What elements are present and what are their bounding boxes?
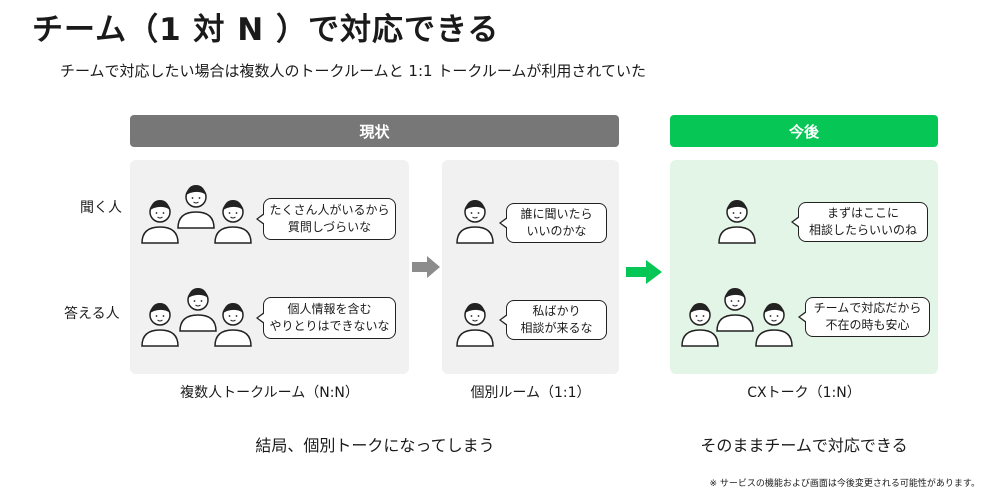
person-icon	[177, 184, 215, 229]
bubble-text: たくさん人がいるから	[269, 203, 390, 217]
speech-bubble-cx-answerer: チームで対応だから 不在の時も安心	[798, 297, 930, 337]
bubble-text: チームで対応だから	[813, 301, 922, 315]
bubble-text: 相談が来るな	[520, 321, 593, 335]
caption-cx-talk: CXトーク（1:N）	[747, 385, 861, 401]
speech-bubble-multi-answerer: 個人情報を含む やりとりはできないな	[256, 297, 396, 339]
person-icon	[755, 302, 793, 347]
speech-bubble-single-answerer: 私ばかり 相談が来るな	[499, 300, 607, 340]
bubble-text: 質問しづらいな	[287, 220, 372, 234]
caption-individual-room: 個別ルーム（1:1）	[470, 385, 591, 401]
person-icon	[681, 302, 719, 347]
future-header: 今後	[670, 115, 938, 147]
current-header: 現状	[130, 115, 619, 147]
bubble-text: 不在の時も安心	[825, 318, 910, 332]
person-icon	[716, 287, 754, 332]
conclusion-current: 結局、個別トークになってしまう	[255, 436, 495, 455]
bubble-text: やりとりはできないな	[269, 319, 390, 333]
person-icon	[214, 302, 252, 347]
page-subtitle: チームで対応したい場合は複数人のトークルームと 1:1 トークルームが利用されて…	[60, 62, 646, 80]
arrow-right-icon	[412, 256, 440, 278]
person-icon	[214, 199, 252, 244]
bubble-text: まずはここに	[826, 206, 899, 220]
person-icon	[179, 287, 217, 332]
person-icon	[141, 199, 179, 244]
speech-bubble-multi-listener: たくさん人がいるから 質問しづらいな	[256, 198, 396, 240]
bubble-text: 個人情報を含む	[287, 302, 372, 316]
disclaimer-note: ※ サービスの機能および画面は今後変更される可能性があります。	[709, 479, 980, 489]
speech-bubble-single-listener: 誰に聞いたら いいのかな	[499, 203, 607, 243]
speech-bubble-cx-listener: まずはここに 相談したらいいのね	[791, 202, 928, 242]
caption-multi-talkroom: 複数人トークルーム（N:N）	[180, 385, 359, 401]
bubble-text: 誰に聞いたら	[520, 207, 593, 221]
page-title: チーム（1 対 N ）で対応できる	[32, 12, 500, 48]
arrow-right-icon	[626, 260, 662, 284]
person-icon	[141, 302, 179, 347]
conclusion-future: そのままチームで対応できる	[700, 436, 908, 455]
bubble-text: 相談したらいいのね	[808, 223, 917, 237]
bubble-text: いいのかな	[526, 224, 587, 238]
person-icon	[456, 199, 494, 244]
row-label-answerer: 答える人	[64, 306, 120, 322]
row-label-listener: 聞く人	[80, 200, 122, 216]
bubble-text: 私ばかり	[532, 304, 581, 318]
person-icon	[456, 302, 494, 347]
person-icon	[718, 199, 756, 244]
